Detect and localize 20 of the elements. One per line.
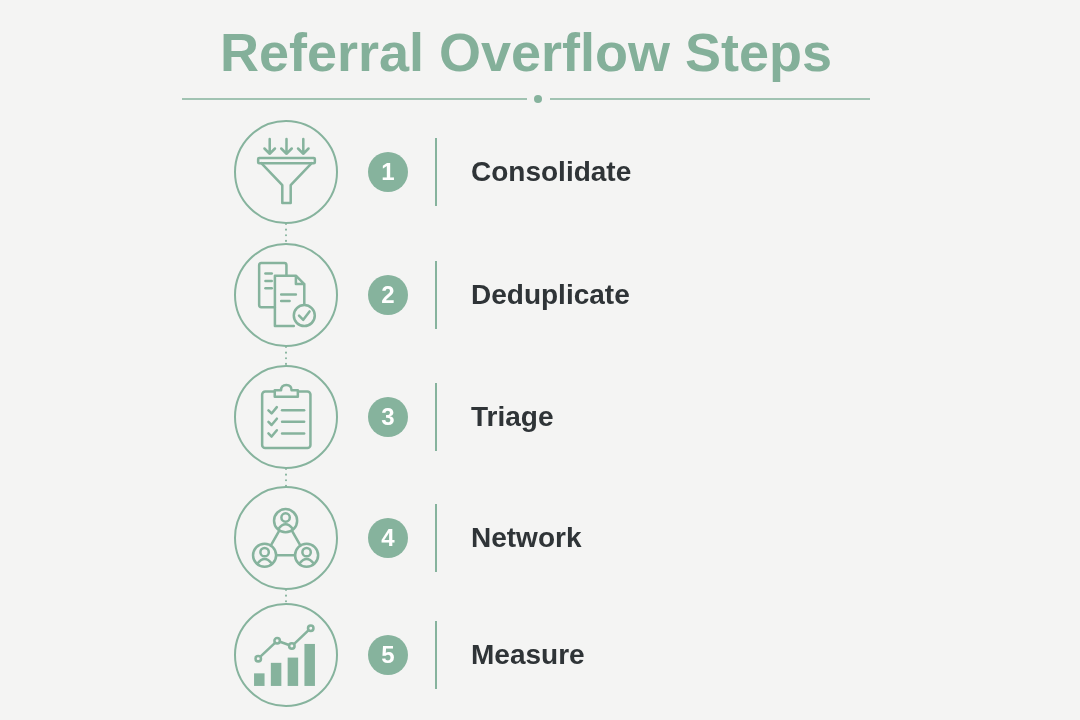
number-badge [368,152,408,192]
step-number: 5 [381,643,395,667]
step-number: 4 [381,526,395,550]
step-number: 3 [381,405,395,429]
dotted-connector [285,589,287,604]
number-badge [368,635,408,675]
step-label: Triage [471,400,554,434]
step-number: 2 [381,283,395,307]
dotted-connector [285,468,287,487]
step-label: Deduplicate [471,278,630,312]
number-badge [368,275,408,315]
number-badge [368,518,408,558]
step-label: Consolidate [471,155,632,189]
dotted-connector [285,346,287,366]
dotted-connector [285,223,287,244]
step-number: 1 [381,160,395,184]
step-label: Measure [471,638,585,672]
step-label: Network [471,521,582,555]
number-badge [368,397,408,437]
title: Referral Overflow Steps [219,21,833,84]
